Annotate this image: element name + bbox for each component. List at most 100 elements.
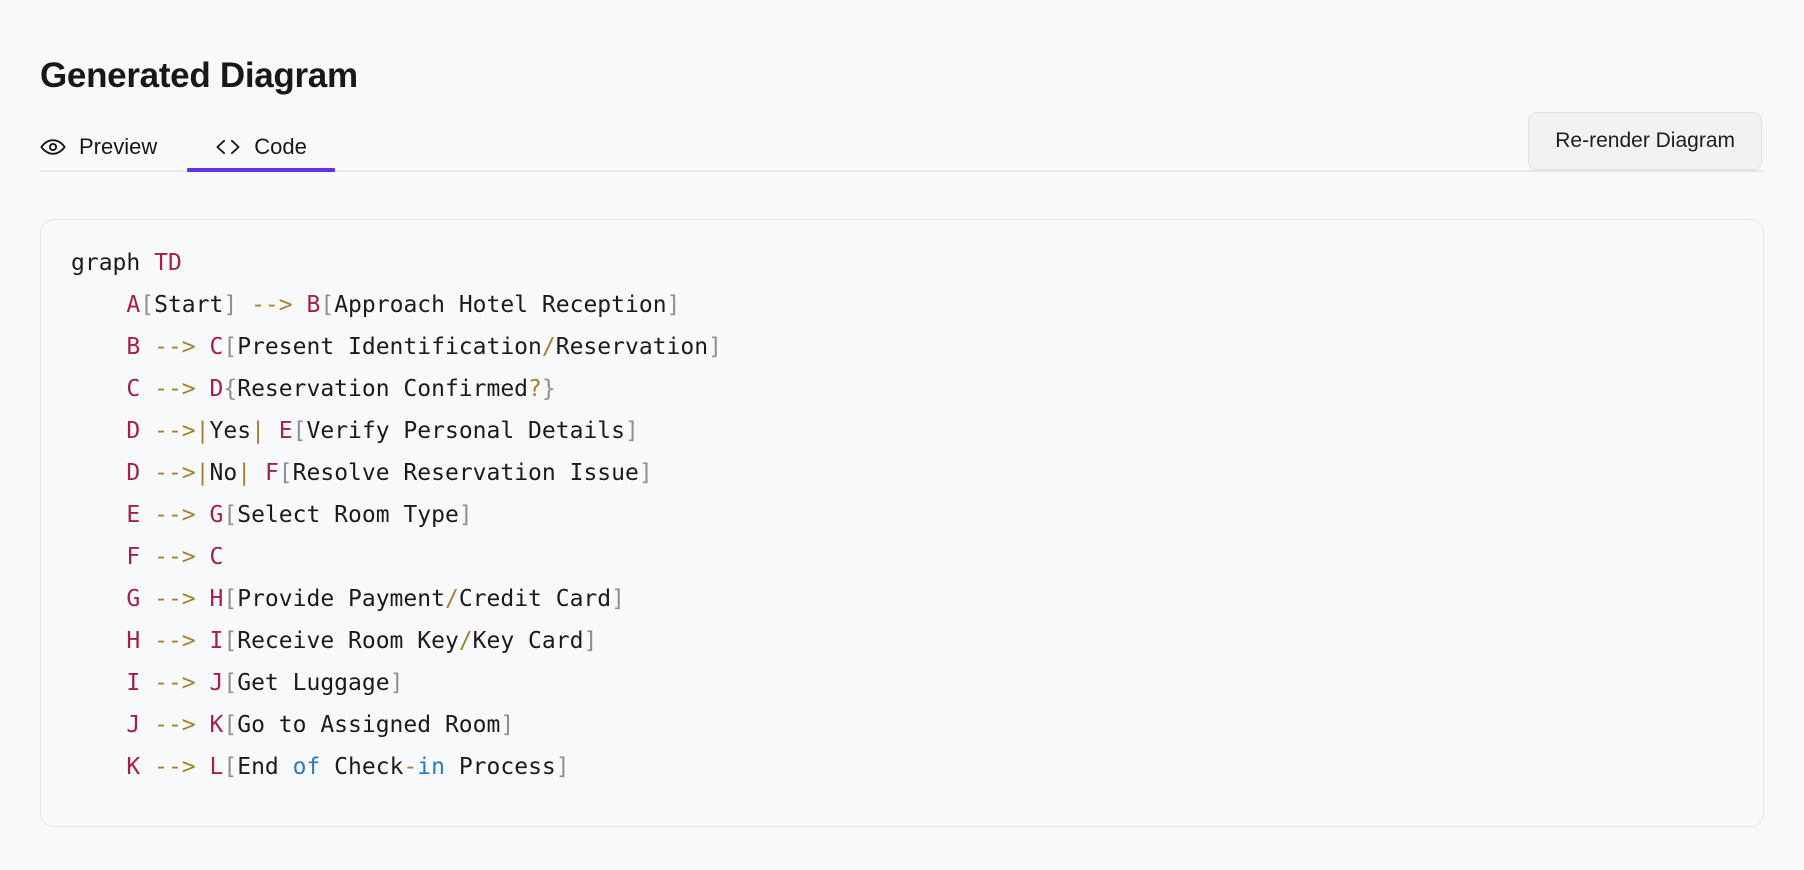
code-token: /: [458, 628, 473, 654]
code-line: D -->|Yes| E[Verify Personal Details]: [71, 418, 639, 444]
code-token: |: [251, 418, 265, 444]
code-token: J: [126, 712, 141, 738]
code-token: C: [126, 376, 141, 402]
code-token: [196, 628, 210, 654]
code-token: B: [126, 334, 141, 360]
code-token: End: [237, 754, 293, 780]
code-token: [196, 670, 210, 696]
code-token: Resolve Reservation Issue: [292, 460, 639, 486]
code-line: C --> D{Reservation Confirmed?}: [71, 376, 555, 402]
code-token: [71, 628, 126, 654]
code-token: /: [444, 586, 459, 612]
code-token: [140, 334, 154, 360]
code-token: -->: [154, 544, 196, 570]
code-token: [196, 502, 210, 528]
code-token: Process: [444, 754, 556, 780]
code-line: J --> K[Go to Assigned Room]: [71, 712, 514, 738]
code-scroll-area[interactable]: graph TD A[Start] --> B[Approach Hotel R…: [41, 220, 1763, 826]
code-token: [196, 544, 210, 570]
code-token: -->: [154, 418, 196, 444]
code-token: F: [126, 544, 141, 570]
code-token: [140, 712, 154, 738]
tab-code[interactable]: Code: [187, 136, 335, 172]
code-line: graph TD: [71, 250, 182, 276]
code-token: [140, 628, 154, 654]
code-token: of: [292, 754, 321, 780]
code-token: [71, 376, 126, 402]
code-line: A[Start] --> B[Approach Hotel Reception]: [71, 292, 680, 318]
code-token: /: [541, 334, 556, 360]
code-token: |: [195, 460, 210, 486]
code-line: K --> L[End of Check-in Process]: [71, 754, 570, 780]
tab-code-label: Code: [254, 134, 307, 159]
code-line: B --> C[Present Identification/Reservati…: [71, 334, 722, 360]
code-token: Get Luggage: [237, 670, 390, 696]
code-token: [: [140, 292, 155, 318]
code-token: I: [209, 628, 224, 654]
code-token: -->: [154, 754, 196, 780]
code-token: Verify Personal Details: [306, 418, 626, 444]
code-token: -->: [154, 460, 196, 486]
code-line: H --> I[Receive Room Key/Key Card]: [71, 628, 597, 654]
code-token: ]: [458, 502, 473, 528]
code-token: K: [126, 754, 141, 780]
code-token: ]: [638, 460, 653, 486]
code-token: ]: [666, 292, 681, 318]
code-token: Check: [320, 754, 404, 780]
code-token: [196, 712, 210, 738]
code-card: graph TD A[Start] --> B[Approach Hotel R…: [40, 219, 1764, 827]
code-token: |: [195, 418, 210, 444]
code-token: ]: [583, 628, 598, 654]
code-token: [237, 292, 251, 318]
code-token: C: [209, 334, 224, 360]
eye-icon: [40, 136, 66, 158]
code-token: [: [223, 502, 238, 528]
code-token: [: [223, 334, 238, 360]
page-title: Generated Diagram: [40, 56, 358, 96]
code-token: Approach Hotel Reception: [334, 292, 667, 318]
code-token: [: [223, 754, 238, 780]
code-line: D -->|No| F[Resolve Reservation Issue]: [71, 460, 653, 486]
code-token: [140, 502, 154, 528]
code-token: [140, 418, 154, 444]
code-token: G: [126, 586, 141, 612]
tab-preview-label: Preview: [79, 134, 158, 159]
code-token: [251, 460, 265, 486]
code-line: E --> G[Select Room Type]: [71, 502, 473, 528]
code-token: -->: [154, 712, 196, 738]
code-token: I: [126, 670, 141, 696]
code-token: [265, 418, 279, 444]
code-token: ]: [555, 754, 570, 780]
code-token: [: [278, 460, 293, 486]
code-token: [140, 376, 154, 402]
code-token: ]: [500, 712, 515, 738]
code-token: [: [320, 292, 335, 318]
code-token: Select Room Type: [237, 502, 459, 528]
code-token: [293, 292, 307, 318]
code-token: ]: [625, 418, 639, 444]
code-token: Receive Room Key: [237, 628, 459, 654]
code-token: Reservation: [555, 334, 709, 360]
code-token: No: [209, 460, 238, 486]
code-token: ]: [611, 586, 625, 612]
code-token: G: [209, 502, 224, 528]
code-token: ?: [528, 376, 542, 402]
code-token: -->: [251, 292, 293, 318]
tab-preview[interactable]: Preview: [40, 136, 187, 172]
code-token: -->: [154, 502, 196, 528]
code-token: D: [126, 418, 141, 444]
code-token: -->: [154, 670, 196, 696]
code-token: [196, 376, 210, 402]
code-token: F: [264, 460, 279, 486]
code-token: [: [223, 712, 238, 738]
tab-bar: Preview Code: [40, 118, 1764, 172]
code-token: J: [209, 670, 224, 696]
code-token: [140, 754, 154, 780]
code-token: -: [403, 754, 418, 780]
code-line: G --> H[Provide Payment/Credit Card]: [71, 586, 625, 612]
code-token: ]: [708, 334, 722, 360]
re-render-diagram-button[interactable]: Re-render Diagram: [1528, 112, 1762, 170]
code-token: [140, 670, 154, 696]
mermaid-code-block[interactable]: graph TD A[Start] --> B[Approach Hotel R…: [71, 242, 1733, 788]
